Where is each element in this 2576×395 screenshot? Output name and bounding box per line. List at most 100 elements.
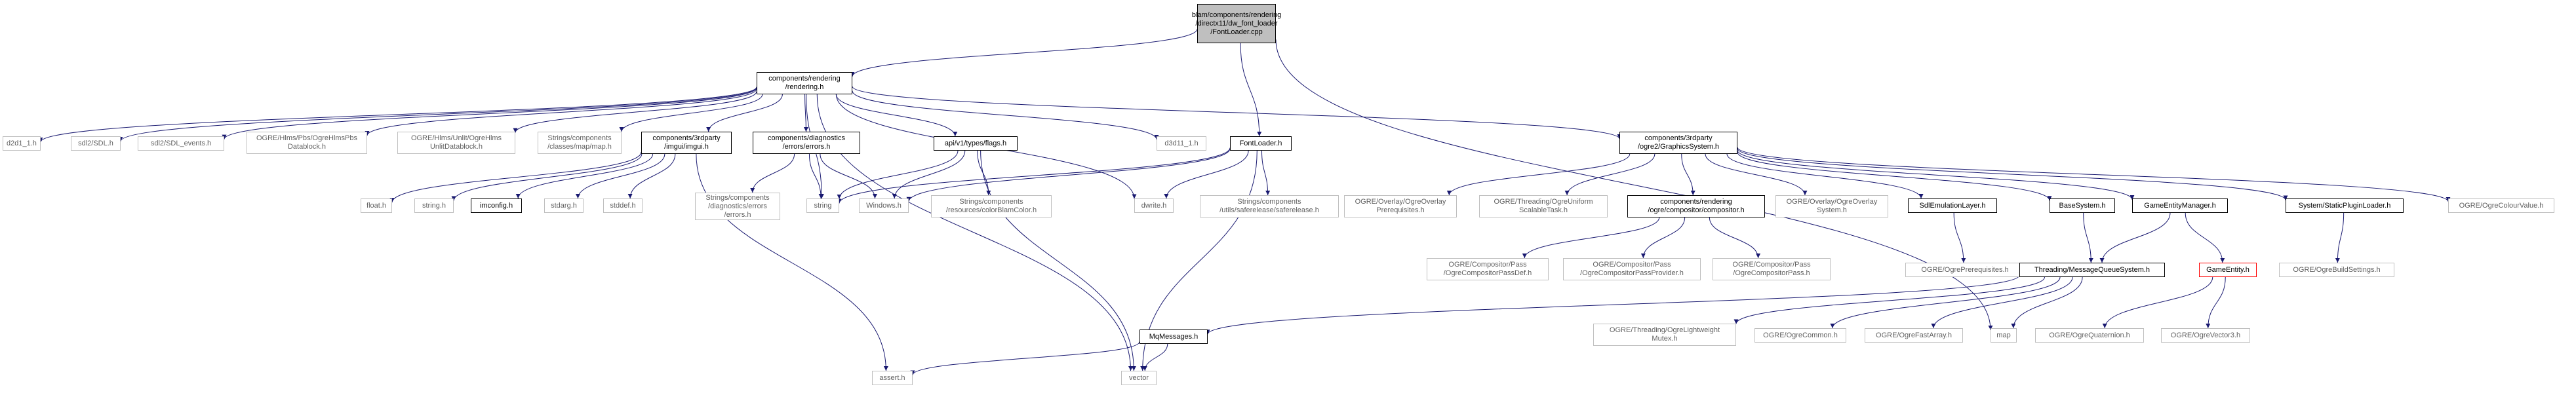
- node-sdl_events: sdl2/SDL_events.h: [138, 136, 224, 151]
- node-imgui[interactable]: components/3rdparty /imgui/imgui.h: [641, 132, 732, 154]
- edge-gem-to-mqsystem: [2099, 212, 2171, 263]
- node-overlay_prereq: OGRE/Overlay/OgreOverlay Prerequisites.h: [1344, 195, 1457, 217]
- edge-rendering-to-map_h: [619, 94, 763, 132]
- edge-graphics-to-staticplugin: [1737, 148, 2288, 200]
- node-passdef: OGRE/Compositor/Pass /OgreCompositorPass…: [1427, 258, 1549, 280]
- edge-sdlemu-to-ogreprereq: [1953, 212, 1966, 263]
- node-float: float.h: [361, 198, 392, 213]
- node-string: string: [806, 198, 839, 213]
- edge-root-to-fontloader: [1240, 43, 1262, 137]
- edge-fontloader-to-saferelease: [1261, 150, 1271, 196]
- node-basesystem[interactable]: BaseSystem.h: [2050, 198, 2115, 213]
- node-sdlemu[interactable]: SdlEmulationLayer.h: [1908, 198, 1997, 213]
- edge-mqsystem-to-fastarray: [1931, 276, 2073, 329]
- edge-graphics-to-basesystem: [1737, 151, 2052, 201]
- edge-errors-to-string: [808, 153, 823, 199]
- edge-mqsystem-to-ogrecommon: [1830, 276, 2061, 329]
- node-errors[interactable]: components/diagnostics /errors/errors.h: [753, 132, 860, 154]
- node-buildsettings: OGRE/OgreBuildSettings.h: [2279, 263, 2394, 277]
- node-compositor[interactable]: components/rendering /ogre/compositor/co…: [1627, 195, 1765, 217]
- edge-graphics-to-gem: [1737, 150, 2135, 200]
- node-imconfig[interactable]: imconfig.h: [471, 198, 522, 213]
- node-errors_str: Strings/components /diagnostics/errors /…: [695, 193, 780, 220]
- edge-gameentity-to-vector3: [2206, 276, 2226, 329]
- edge-mqmessages-to-vector: [1142, 343, 1168, 371]
- edge-root-to-map: [1275, 39, 1993, 330]
- node-flags[interactable]: api/v1/types/flags.h: [934, 136, 1018, 151]
- node-fontloader[interactable]: FontLoader.h: [1230, 136, 1292, 151]
- node-ogreprereq: OGRE/OgrePrerequisites.h: [1905, 263, 2025, 277]
- node-ogrecommon: OGRE/OgreCommon.h: [1754, 328, 1846, 343]
- edge-errors-to-errors_str: [750, 153, 795, 193]
- node-hlms_pbs: OGRE/Hlms/Pbs/OgreHlmsPbs Datablock.h: [247, 132, 367, 154]
- node-fastarray: OGRE/OgreFastArray.h: [1865, 328, 1963, 343]
- node-windows: Windows.h: [859, 198, 909, 213]
- node-staticplugin[interactable]: System/StaticPluginLoader.h: [2286, 198, 2404, 213]
- edge-rendering-to-hlms_unlit: [513, 91, 757, 133]
- edge-compositor-to-passprovider: [1640, 217, 1686, 259]
- edge-imgui-to-imconfig: [515, 153, 654, 199]
- edge-graphics-to-colourvalue: [1737, 147, 2451, 202]
- edge-rendering-to-graphics: [852, 86, 1622, 140]
- edge-errors-to-windows: [820, 153, 877, 199]
- node-gameentity[interactable]: GameEntity.h: [2199, 263, 2257, 277]
- node-mqmessages[interactable]: MqMessages.h: [1139, 329, 1208, 344]
- edge-mqsystem-to-map: [2011, 276, 2083, 329]
- node-stdarg: stdarg.h: [544, 198, 584, 213]
- node-rendering[interactable]: components/rendering /rendering.h: [757, 72, 852, 94]
- node-gem[interactable]: GameEntityManager.h: [2132, 198, 2228, 213]
- edge-graphics-to-compositor: [1681, 153, 1695, 196]
- edge-imgui-to-stdarg: [575, 153, 665, 199]
- node-saferelease: Strings/components /utils/saferelease/sa…: [1200, 195, 1339, 217]
- edge-mqmessages-to-assert: [910, 341, 1140, 375]
- node-string_h: string.h: [414, 198, 454, 213]
- edge-gameentity-to-quaternion: [2102, 276, 2213, 329]
- edge-imgui-to-stddef: [627, 153, 676, 199]
- edge-mqsystem-to-lwmutex: [1734, 276, 2046, 324]
- node-passprovider: OGRE/Compositor/Pass /OgreCompositorPass…: [1563, 258, 1701, 280]
- edge-fontloader-to-string: [837, 147, 1231, 204]
- edge-flags-to-string: [837, 150, 959, 199]
- node-lwmutex: OGRE/Threading/OgreLightweight Mutex.h: [1593, 324, 1736, 346]
- edge-rendering-to-sdl_events: [222, 87, 757, 140]
- node-pass: OGRE/Compositor/Pass /OgreCompositorPass…: [1713, 258, 1831, 280]
- edge-compositor-to-pass: [1709, 217, 1761, 259]
- edge-imgui-to-float: [389, 151, 642, 203]
- edge-rendering-to-hlms_pbs: [365, 88, 757, 136]
- edge-fontloader-to-dwrite: [1164, 150, 1249, 199]
- node-mqsystem[interactable]: Threading/MessageQueueSystem.h: [2019, 263, 2165, 277]
- node-vector: vector: [1121, 371, 1157, 385]
- edge-rendering-to-flags: [835, 94, 958, 137]
- edge-graphics-to-overlay_sys: [1705, 153, 1808, 196]
- node-root[interactable]: blam/components/rendering /directx11/dw_…: [1192, 4, 1281, 43]
- node-map_h: Strings/components /classes/map/map.h: [538, 132, 622, 154]
- edge-basesystem-to-mqsystem: [2083, 212, 2093, 263]
- edge-rendering-to-d3d11: [852, 90, 1159, 140]
- node-graphics[interactable]: components/3rdparty /ogre2/GraphicsSyste…: [1619, 132, 1737, 154]
- node-d3d11: d3d11_1.h: [1157, 136, 1206, 151]
- node-vector3: OGRE/OgreVector3.h: [2161, 328, 2250, 343]
- edge-compositor-to-passdef: [1522, 217, 1660, 259]
- edge-imgui-to-assert: [696, 153, 888, 371]
- node-uniform_task: OGRE/Threading/OgreUniform ScalableTask.…: [1479, 195, 1608, 217]
- edge-rendering-to-d2d1_1: [38, 86, 757, 142]
- edge-rendering-to-sdl: [118, 87, 757, 141]
- edge-rendering-to-errors: [803, 94, 808, 132]
- edge-graphics-to-overlay_prereq: [1446, 153, 1631, 196]
- node-hlms_unlit: OGRE/Hlms/Unlit/OgreHlms UnlitDatablock.…: [397, 132, 515, 154]
- edge-graphics-to-uniform_task: [1564, 153, 1655, 196]
- edge-staticplugin-to-buildsettings: [2335, 212, 2345, 263]
- node-colourvalue: OGRE/OgreColourValue.h: [2448, 198, 2554, 213]
- edge-flags-to-vector: [980, 150, 1136, 371]
- edge-flags-to-windows: [892, 150, 966, 199]
- node-map: map: [1991, 328, 2017, 343]
- node-quaternion: OGRE/OgreQuaternion.h: [2035, 328, 2144, 343]
- edge-mqsystem-to-mqmessages: [1205, 274, 2020, 335]
- node-assert: assert.h: [872, 371, 913, 385]
- node-stddef: stddef.h: [603, 198, 643, 213]
- node-dwrite: dwrite.h: [1134, 198, 1174, 213]
- node-d2d1_1: d2d1_1.h: [3, 136, 41, 151]
- edge-fontloader-to-windows: [906, 148, 1231, 202]
